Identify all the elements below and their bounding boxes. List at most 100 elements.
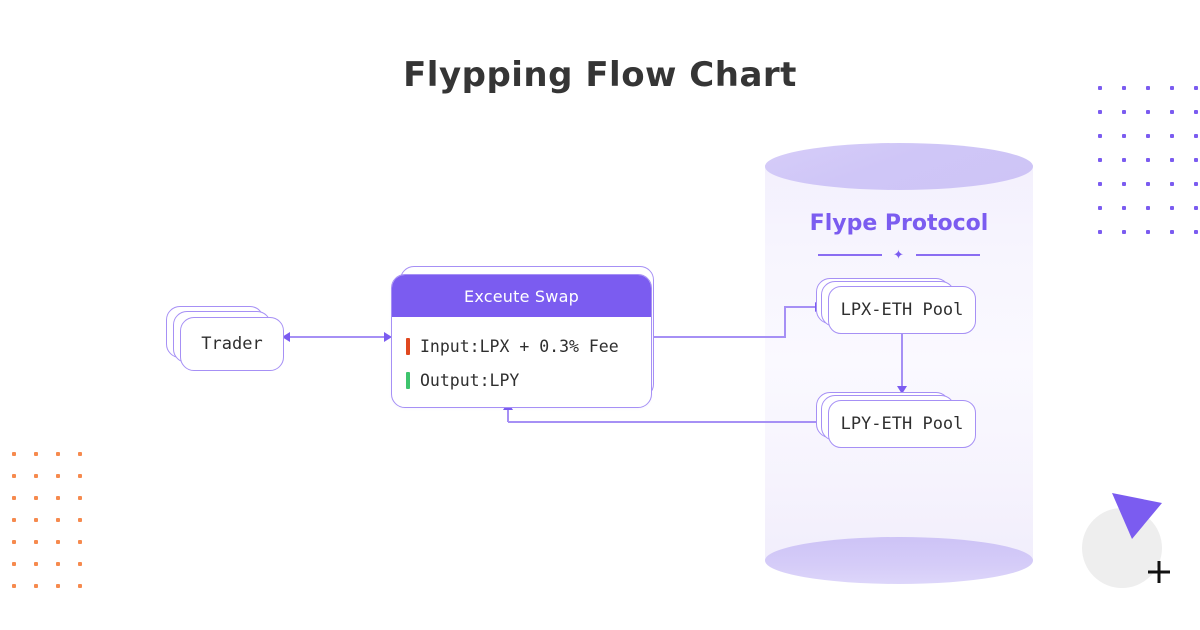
output-marker-icon [406, 371, 410, 389]
grid-dot [56, 474, 60, 478]
lpx-pool-label: LPX-ETH Pool [840, 300, 964, 320]
dot-grid-bottom-left [12, 452, 102, 607]
grid-dot [1146, 134, 1150, 138]
purple-triangle-icon [1110, 489, 1166, 545]
grid-dot [1170, 230, 1174, 234]
grid-dot [1170, 86, 1174, 90]
swap-card[interactable]: Exceute Swap Input:LPX + 0.3% Fee Output… [391, 274, 652, 408]
grid-dot [12, 540, 16, 544]
grid-dot [1098, 134, 1102, 138]
swap-output-label: Output:LPY [420, 370, 520, 390]
swap-card-header: Exceute Swap [392, 275, 651, 317]
connector-trader-swap-arrowhead-right [384, 332, 392, 342]
grid-dot [1146, 158, 1150, 162]
input-marker-icon [406, 337, 410, 355]
divider-star-icon: ✦ [893, 247, 904, 262]
grid-dot [1170, 158, 1174, 162]
grid-dot [1122, 158, 1126, 162]
grid-dot [1194, 134, 1198, 138]
lpy-eth-pool-node[interactable]: LPY-ETH Pool [816, 392, 976, 448]
page-title: Flypping Flow Chart [403, 55, 797, 95]
grid-dot [1170, 206, 1174, 210]
lpx-eth-pool-node[interactable]: LPX-ETH Pool [816, 278, 976, 334]
connector-lpx-lpy-arrowhead [897, 386, 907, 394]
grid-dot [78, 452, 82, 456]
grid-dot [1098, 86, 1102, 90]
grid-dot [56, 496, 60, 500]
grid-dot [1098, 182, 1102, 186]
grid-dot [1098, 110, 1102, 114]
protocol-divider: ✦ [818, 247, 980, 262]
grid-dot [12, 452, 16, 456]
execute-swap-node[interactable]: Exceute Swap Input:LPX + 0.3% Fee Output… [391, 266, 661, 410]
grid-dot [12, 474, 16, 478]
protocol-title: Flype Protocol [809, 211, 989, 236]
grid-dot [34, 496, 38, 500]
grid-dot [78, 518, 82, 522]
grid-dot [78, 474, 82, 478]
lpy-pool-card[interactable]: LPY-ETH Pool [828, 400, 976, 448]
connector-swap-lpx-h1 [651, 336, 786, 338]
grid-dot [34, 518, 38, 522]
grid-dot [1194, 182, 1198, 186]
grid-dot [78, 562, 82, 566]
grid-dot [1146, 86, 1150, 90]
grid-dot [1146, 182, 1150, 186]
grid-dot [1170, 182, 1174, 186]
protocol-cylinder [765, 143, 1033, 584]
grid-dot [1194, 158, 1198, 162]
grid-dot [1146, 230, 1150, 234]
grid-dot [1122, 134, 1126, 138]
grid-dot [34, 562, 38, 566]
grid-dot [1194, 110, 1198, 114]
gray-circle-icon [1082, 508, 1162, 588]
grid-dot [1170, 110, 1174, 114]
grid-dot [1122, 86, 1126, 90]
divider-line-left [818, 254, 882, 256]
connector-lpy-swap-v [507, 409, 509, 422]
cylinder-top-ellipse [765, 143, 1033, 190]
grid-dot [1194, 230, 1198, 234]
grid-dot [56, 562, 60, 566]
dot-grid-top-right [1098, 86, 1200, 246]
plus-mark-icon [1145, 558, 1173, 586]
grid-dot [1194, 206, 1198, 210]
grid-dot [78, 496, 82, 500]
grid-dot [56, 452, 60, 456]
lpx-pool-card[interactable]: LPX-ETH Pool [828, 286, 976, 334]
grid-dot [1122, 182, 1126, 186]
connector-lpy-swap-h [508, 421, 828, 423]
grid-dot [1098, 206, 1102, 210]
connector-swap-lpx-h2 [784, 306, 817, 308]
trader-node[interactable]: Trader [166, 306, 284, 371]
grid-dot [78, 540, 82, 544]
connector-swap-lpx-v [784, 307, 786, 338]
grid-dot [1122, 230, 1126, 234]
lpy-pool-label: LPY-ETH Pool [840, 414, 964, 434]
grid-dot [1146, 206, 1150, 210]
grid-dot [1146, 110, 1150, 114]
grid-dot [34, 584, 38, 588]
grid-dot [56, 518, 60, 522]
grid-dot [56, 540, 60, 544]
grid-dot [1098, 230, 1102, 234]
trader-label: Trader [201, 334, 263, 354]
grid-dot [1098, 158, 1102, 162]
grid-dot [12, 584, 16, 588]
grid-dot [78, 584, 82, 588]
grid-dot [12, 518, 16, 522]
swap-row-input: Input:LPX + 0.3% Fee [392, 329, 651, 363]
connector-lpx-lpy-v [901, 332, 903, 390]
swap-input-label: Input:LPX + 0.3% Fee [420, 336, 619, 356]
cylinder-bottom-ellipse [765, 537, 1033, 584]
trader-card[interactable]: Trader [180, 317, 284, 371]
grid-dot [1170, 134, 1174, 138]
grid-dot [12, 496, 16, 500]
swap-card-body: Input:LPX + 0.3% Fee Output:LPY [392, 317, 651, 397]
grid-dot [34, 452, 38, 456]
swap-row-output: Output:LPY [392, 363, 651, 397]
grid-dot [34, 540, 38, 544]
cylinder-body [765, 165, 1033, 560]
grid-dot [1194, 86, 1198, 90]
